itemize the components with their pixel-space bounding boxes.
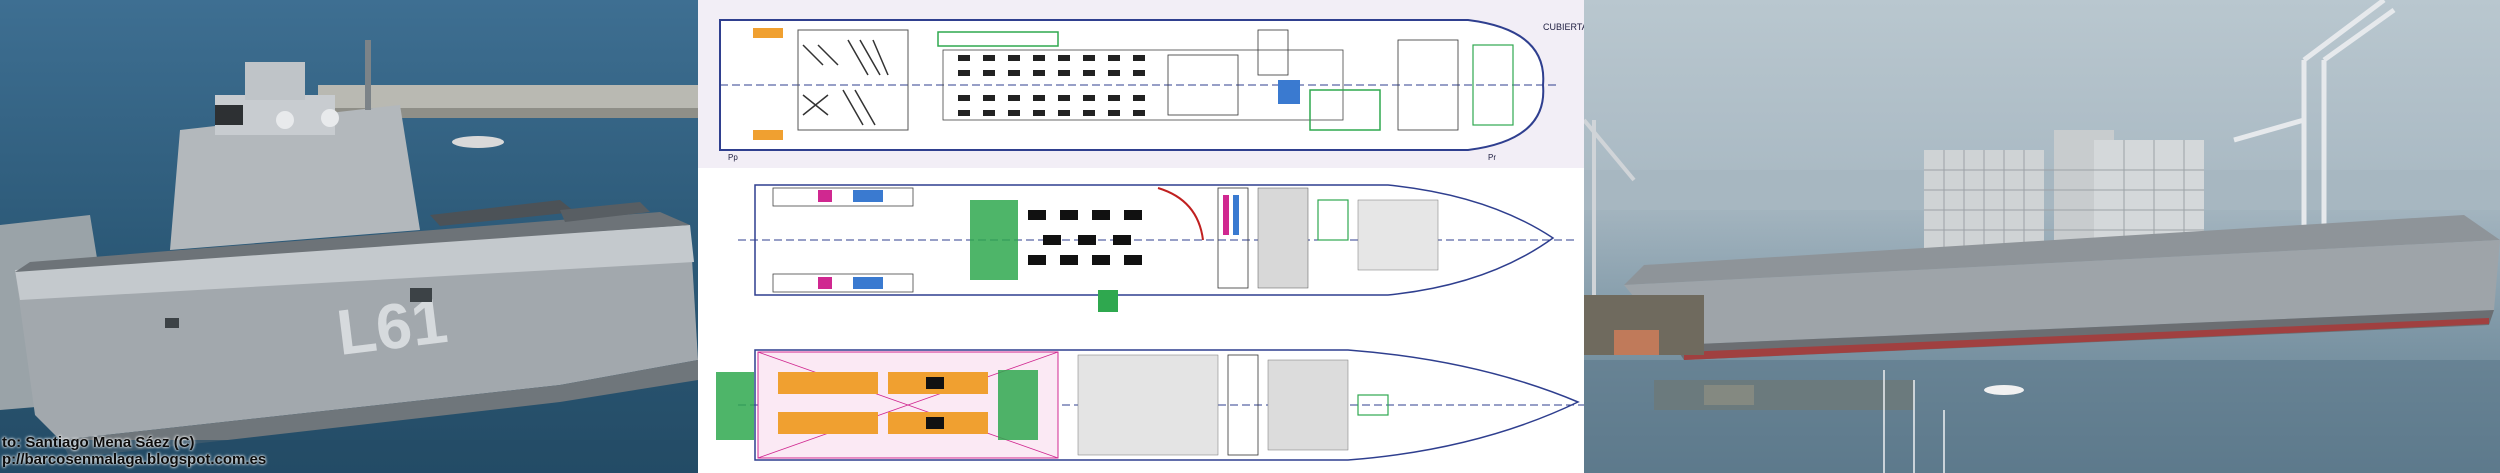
photo-credit-author: to: Santiago Mena Sáez (C) <box>2 434 195 451</box>
carrier-flight-deck <box>1624 215 2500 285</box>
ship-photo-left: L61 to: Santiago Mena Sáez (C) p://barco… <box>0 0 698 473</box>
middle-deck-plan <box>738 184 1578 312</box>
frame-mark-aft: Pp <box>728 153 738 162</box>
lower-deck-plan <box>716 349 1584 461</box>
carrier-construction-illustration <box>1584 0 2500 473</box>
aircraft-helicopter <box>560 202 650 222</box>
frame-mark-fwd: Pr <box>1488 153 1496 162</box>
carrier-hull <box>1624 240 2500 345</box>
elevator-area <box>970 200 1018 280</box>
ship-l61-illustration: L61 <box>0 40 698 473</box>
mast <box>365 40 371 110</box>
upper-deck-plan <box>719 19 1558 151</box>
deck-title: CUBIERTA 02 <box>1543 22 1584 32</box>
deck-plans-panel: CUBIERTA 02 Pp Pr <box>698 0 1584 473</box>
photo-credit-url: p://barcosenmalaga.blogspot.com.es <box>2 451 267 468</box>
flight-deck <box>15 212 690 272</box>
small-boat <box>1984 385 2024 395</box>
crane-main <box>2233 0 2396 230</box>
deck-plan-drawings: CUBIERTA 02 Pp Pr <box>698 0 1584 461</box>
small-boat <box>452 136 504 148</box>
island-superstructure <box>170 105 420 250</box>
hull-number: L61 <box>333 284 451 369</box>
aircraft-harrier <box>430 200 575 226</box>
vehicle-bay <box>778 372 878 394</box>
crane-left <box>1584 118 1636 300</box>
ship-photo-right <box>1584 0 2500 473</box>
